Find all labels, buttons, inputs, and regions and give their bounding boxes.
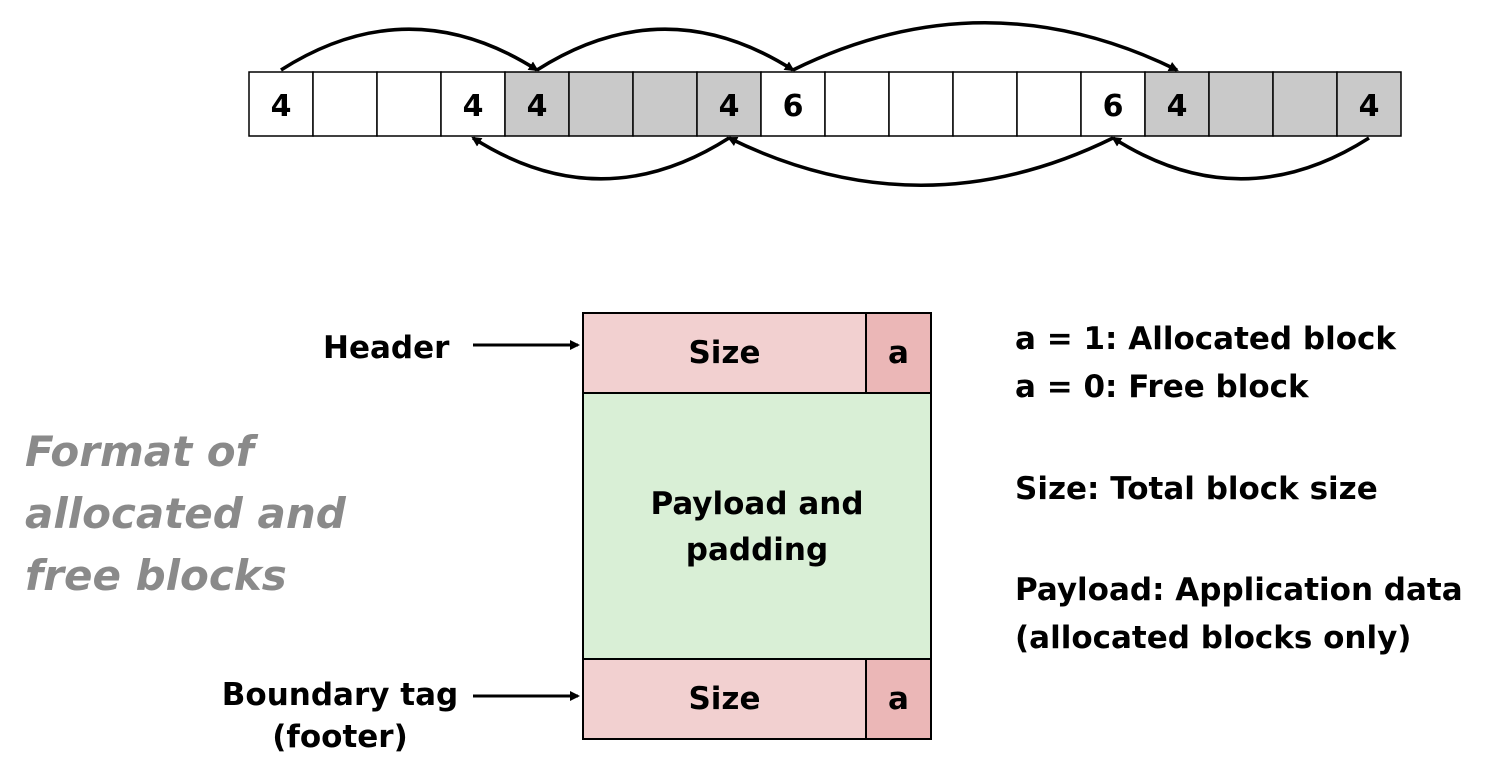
heap-cell xyxy=(1272,71,1338,137)
legend-size: Size: Total block size xyxy=(1015,471,1378,507)
footer-label: Boundary tag (footer) xyxy=(220,674,460,758)
legend-free: a = 0: Free block xyxy=(1015,369,1309,405)
forward-link-arrow xyxy=(536,27,795,72)
heap-cell-label: 4 xyxy=(1167,89,1188,124)
heap-cell xyxy=(376,71,442,137)
block-format: Size a Payload and padding Size a xyxy=(582,312,932,740)
caption-line: allocated and xyxy=(25,489,346,538)
caption-line: Format of xyxy=(25,427,254,476)
header-label: Header xyxy=(323,330,450,366)
heap-cell xyxy=(504,71,570,137)
block-footer: Size a xyxy=(584,658,930,738)
heap-cell xyxy=(568,71,634,137)
heap-cell xyxy=(1016,71,1082,137)
block-header: Size a xyxy=(584,314,930,394)
backward-link-arrow xyxy=(471,136,730,181)
block-payload: Payload and padding xyxy=(584,394,930,660)
heap-cell xyxy=(1336,71,1402,137)
heap-cell-label: 4 xyxy=(719,89,740,124)
heap-cell-label: 6 xyxy=(1103,89,1124,124)
legend-payload: Payload: Application data xyxy=(1015,572,1463,608)
footer-label-line: (footer) xyxy=(272,719,408,755)
footer-size-field: Size xyxy=(584,660,867,738)
heap-cell xyxy=(312,71,378,137)
forward-link-arrow xyxy=(792,21,1179,72)
payload-line: padding xyxy=(685,532,829,568)
heap-cell-label: 4 xyxy=(1359,89,1380,124)
backward-link-arrow xyxy=(1111,136,1370,181)
footer-label-line: Boundary tag xyxy=(221,677,459,713)
heap-cell xyxy=(248,71,314,137)
heap-cell xyxy=(632,71,698,137)
heap-cell xyxy=(888,71,954,137)
heap-cell xyxy=(824,71,890,137)
forward-link-arrow xyxy=(280,27,539,72)
header-size-field: Size xyxy=(584,314,867,392)
heap-cell xyxy=(952,71,1018,137)
header-alloc-bit: a xyxy=(867,314,930,392)
heap-cell-label: 4 xyxy=(463,89,484,124)
heap-cell xyxy=(1208,71,1274,137)
payload-line: Payload and xyxy=(650,486,864,522)
heap-cell xyxy=(1144,71,1210,137)
footer-alloc-bit: a xyxy=(867,660,930,738)
heap-cell-label: 4 xyxy=(271,89,292,124)
heap-cell-label: 6 xyxy=(783,89,804,124)
legend-allocated: a = 1: Allocated block xyxy=(1015,321,1397,357)
heap-links xyxy=(280,21,1370,187)
heap-cell-label: 4 xyxy=(527,89,548,124)
legend-payload-note: (allocated blocks only) xyxy=(1015,620,1412,656)
heap-cells: 4 4 4 4 6 6 4 4 xyxy=(248,71,1402,137)
backward-link-arrow xyxy=(727,136,1114,187)
figure-caption: Format of allocated and free blocks xyxy=(25,421,346,607)
caption-line: free blocks xyxy=(25,551,287,600)
